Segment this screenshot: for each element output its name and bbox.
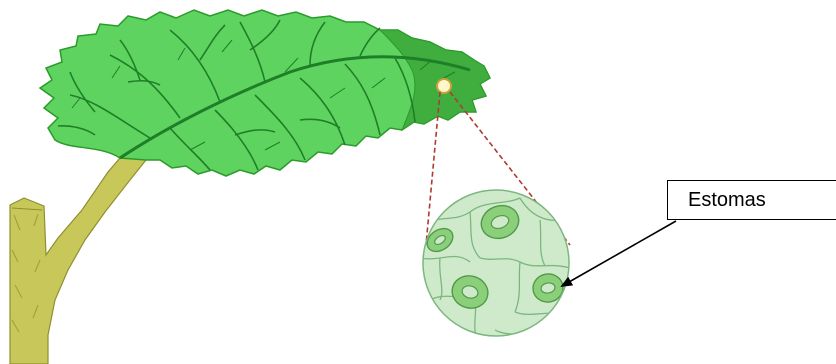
leaf — [40, 10, 490, 176]
magnified-epidermis — [420, 190, 570, 345]
callout-label-text: Estomas — [688, 189, 766, 212]
callout-label: Estomas — [667, 180, 836, 220]
plant-stem — [10, 150, 150, 364]
magnified-spot-marker — [437, 79, 451, 93]
callout-arrow — [562, 221, 676, 286]
